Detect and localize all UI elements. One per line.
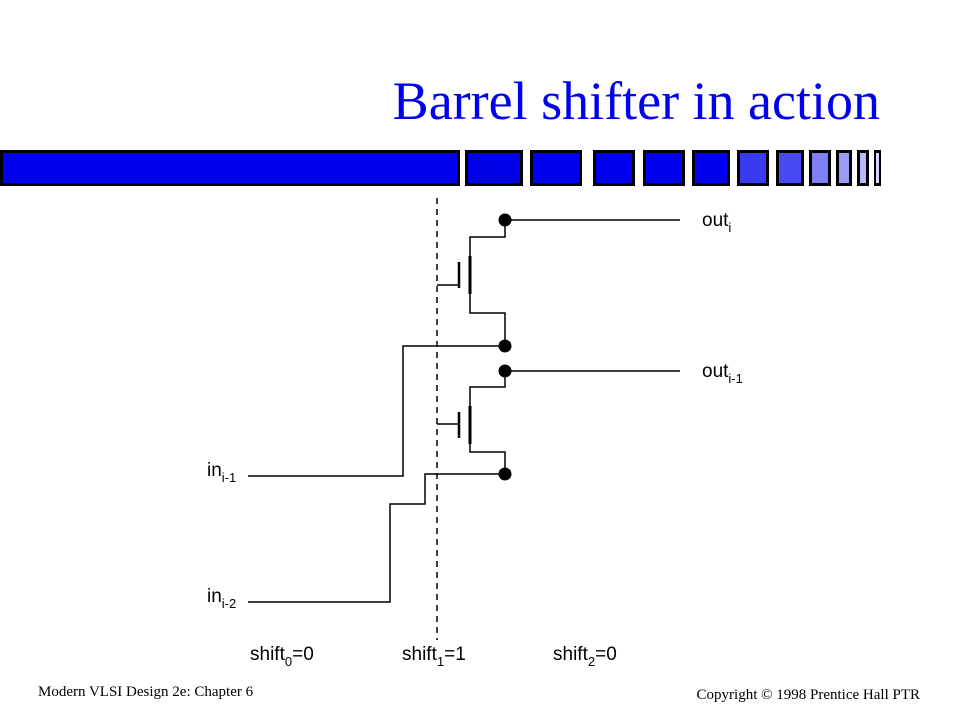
footer-chapter: Modern VLSI Design 2e: Chapter 6	[38, 684, 254, 700]
lower-transistor-path	[469, 371, 506, 413]
out-i-1-label: outi-1	[702, 361, 743, 386]
junction-dots	[498, 213, 512, 481]
shift0-label: shift0=0	[250, 644, 314, 669]
in-i-2-label: ini-2	[207, 586, 236, 611]
wires	[248, 219, 680, 603]
transistors	[437, 256, 472, 444]
in-i-1-wire	[248, 345, 505, 477]
bar-segment	[533, 153, 579, 183]
bar-segment	[876, 153, 879, 183]
in-i-1-label: ini-1	[207, 460, 236, 485]
shift2-label: shift2=0	[553, 644, 617, 669]
bar-segment	[740, 153, 766, 183]
bar-segment	[812, 153, 828, 183]
lower-transistor-path-lower	[469, 437, 506, 474]
slide-title: Barrel shifter in action	[392, 71, 880, 131]
bar-segment	[596, 153, 632, 183]
bar-segment	[468, 153, 520, 183]
junction-dot	[498, 339, 512, 353]
bar-segment	[860, 153, 866, 183]
bar-segment	[779, 153, 801, 183]
decorative-blue-bar	[0, 150, 881, 186]
junction-dot	[498, 467, 512, 481]
bar-segment	[646, 153, 682, 183]
junction-dot	[498, 213, 512, 227]
out-i-label: outi	[702, 210, 731, 235]
junction-dot	[498, 364, 512, 378]
in-i-2-wire	[248, 473, 505, 603]
upper-transistor-path-lower	[469, 288, 506, 346]
shift1-label: shift1=1	[402, 644, 466, 669]
bar-segment	[695, 153, 727, 183]
footer-copyright: Copyright © 1998 Prentice Hall PTR	[696, 687, 920, 703]
bar-segment	[839, 153, 849, 183]
upper-transistor-path	[469, 220, 506, 262]
bar-segment	[3, 153, 457, 183]
